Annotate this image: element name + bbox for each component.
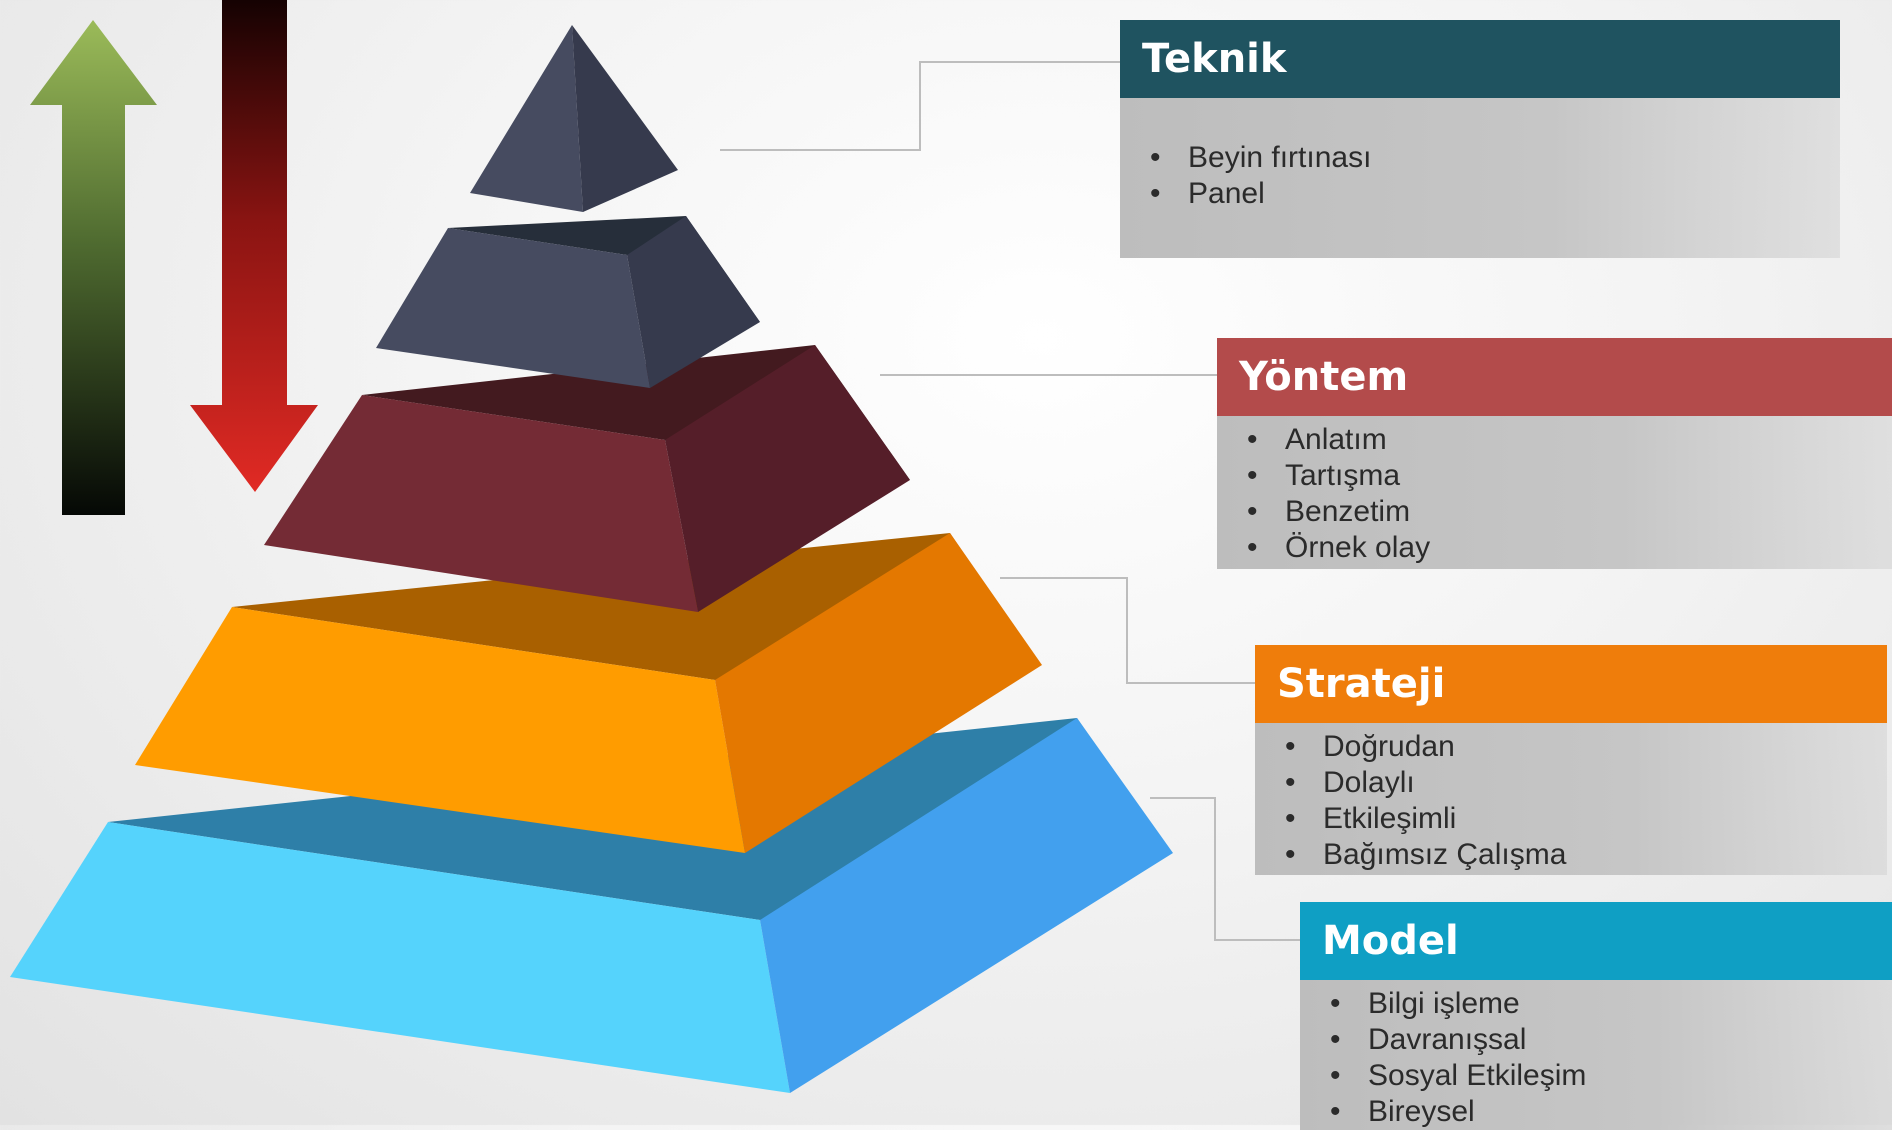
connector-strateji bbox=[1000, 577, 1255, 684]
level-card-model: Model Bilgi işleme Davranışsal Sosyal Et… bbox=[1300, 902, 1892, 1130]
list-item: Bilgi işleme bbox=[1330, 986, 1892, 1022]
pyramid-tier-strateji bbox=[135, 533, 1042, 853]
connector-teknik bbox=[720, 61, 1120, 151]
pyramid-apex bbox=[470, 25, 678, 212]
list-item: Benzetim bbox=[1247, 494, 1892, 530]
list-item: Örnek olay bbox=[1247, 530, 1892, 566]
level-title-model: Model bbox=[1300, 902, 1892, 980]
connector-model bbox=[1150, 797, 1300, 941]
level-card-strateji: Strateji Doğrudan Dolaylı Etkileşimli Ba… bbox=[1255, 645, 1887, 875]
pyramid-tier-yontem bbox=[264, 345, 910, 612]
list-item: Bireysel bbox=[1330, 1094, 1892, 1130]
level-items-strateji: Doğrudan Dolaylı Etkileşimli Bağımsız Ça… bbox=[1255, 723, 1887, 875]
list-item: Dolaylı bbox=[1285, 765, 1887, 801]
list-item: Anlatım bbox=[1247, 422, 1892, 458]
list-item: Panel bbox=[1150, 176, 1840, 212]
level-items-teknik: Beyin fırtınası Panel bbox=[1120, 98, 1840, 258]
level-title-strateji: Strateji bbox=[1255, 645, 1887, 723]
level-card-teknik: Teknik Beyin fırtınası Panel bbox=[1120, 20, 1840, 258]
level-title-teknik: Teknik bbox=[1120, 20, 1840, 98]
list-item: Bağımsız Çalışma bbox=[1285, 837, 1887, 873]
level-items-model: Bilgi işleme Davranışsal Sosyal Etkileşi… bbox=[1300, 980, 1892, 1130]
pyramid-tier-teknik-base bbox=[376, 216, 760, 388]
up-arrow-icon bbox=[30, 20, 157, 515]
list-item: Beyin fırtınası bbox=[1150, 140, 1840, 176]
list-item: Davranışsal bbox=[1330, 1022, 1892, 1058]
list-item: Tartışma bbox=[1247, 458, 1892, 494]
level-card-yontem: Yöntem Anlatım Tartışma Benzetim Örnek o… bbox=[1217, 338, 1892, 569]
level-title-yontem: Yöntem bbox=[1217, 338, 1892, 416]
list-item: Sosyal Etkileşim bbox=[1330, 1058, 1892, 1094]
level-items-yontem: Anlatım Tartışma Benzetim Örnek olay bbox=[1217, 416, 1892, 569]
connector-lines bbox=[720, 61, 1300, 941]
down-arrow-icon bbox=[190, 0, 318, 492]
list-item: Etkileşimli bbox=[1285, 801, 1887, 837]
list-item: Doğrudan bbox=[1285, 729, 1887, 765]
